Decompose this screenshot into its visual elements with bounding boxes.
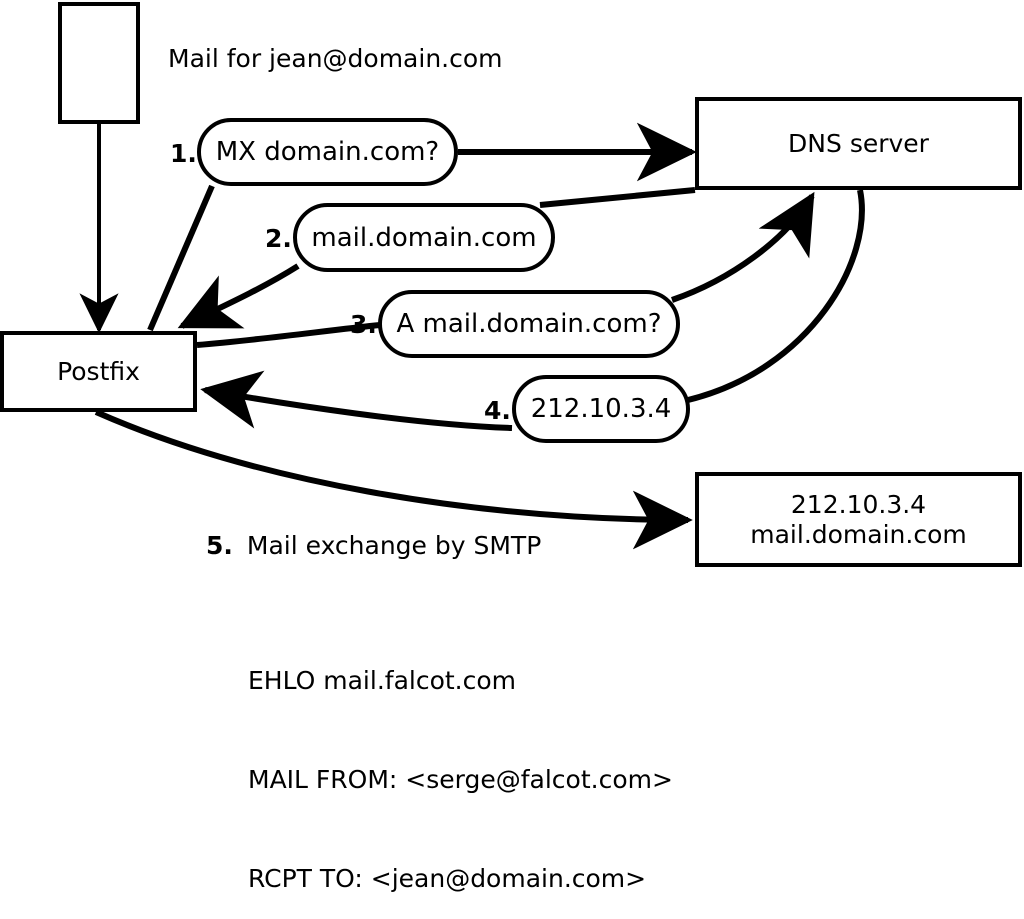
step-number-3: 3. [350,310,377,339]
node-dns-server-label: DNS server [788,128,929,158]
step-number-5: 5. [206,531,233,560]
step-bubble-1-label: MX domain.com? [215,137,440,167]
smtp-transcript: EHLO mail.falcot.com MAIL FROM: <serge@f… [248,598,673,919]
step-5-label: 5. Mail exchange by SMTP [206,531,541,560]
step-5-text: Mail exchange by SMTP [246,531,542,560]
step-number-1: 1. [170,139,197,168]
step-bubble-3-label: A mail.domain.com? [396,309,662,339]
step-number-2: 2. [265,224,292,253]
connector-step3-right [671,191,815,303]
node-sender-box [58,2,140,124]
step-bubble-3: A mail.domain.com? [378,290,680,358]
step-bubble-4: 212.10.3.4 [512,375,690,443]
node-mail-server: 212.10.3.4 mail.domain.com [695,472,1022,567]
node-mail-server-host: mail.domain.com [750,519,967,549]
transcript-line: MAIL FROM: <serge@falcot.com> [248,765,673,794]
connector-step5-smtp [94,409,693,550]
connector-step4-left [200,370,513,431]
step-bubble-2-label: mail.domain.com [311,222,537,253]
connector-step2-left [177,263,300,329]
connector-step3-left [196,322,381,348]
transcript-line: RCPT TO: <jean@domain.com> [248,864,647,893]
step-number-4: 4. [484,396,511,425]
node-postfix-label: Postfix [57,356,140,386]
node-mail-server-ip: 212.10.3.4 [790,490,927,519]
transcript-line: EHLO mail.falcot.com [248,666,517,695]
caption-mail-for: Mail for jean@domain.com [168,44,503,73]
connector-step2-right [539,187,696,208]
node-dns-server: DNS server [695,97,1022,190]
connector-step4-right [687,189,865,403]
step-bubble-4-label: 212.10.3.4 [530,394,672,424]
step-bubble-2: mail.domain.com [293,203,555,272]
node-postfix: Postfix [0,331,197,412]
connector-step1-left [147,184,215,332]
step-bubble-1: MX domain.com? [197,118,458,186]
